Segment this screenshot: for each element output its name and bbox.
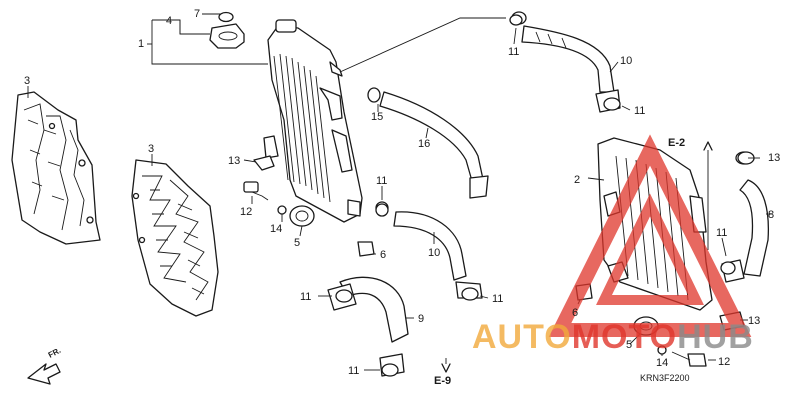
callout-6-right: 6 [572, 307, 578, 319]
callout-labels: 1 4 7 3 3 13 12 14 5 6 15 16 11 10 11 11… [24, 8, 780, 377]
front-direction-arrow-icon [27, 363, 61, 385]
radiator-grille [131, 159, 219, 317]
callout-14-right: 14 [656, 357, 668, 369]
callout-11-middle-lower: 11 [492, 293, 503, 305]
front-label: FR. [47, 346, 63, 360]
e2-arrow-icon [703, 141, 713, 151]
radiator-left-unit [263, 19, 363, 223]
reference-e9: E-9 [434, 375, 451, 387]
callout-10-top: 10 [620, 55, 632, 67]
callout-12-left: 12 [240, 206, 252, 218]
e9-arrow-icon [441, 363, 451, 373]
callout-11-upper-right: 11 [634, 105, 645, 117]
hose-clamps [335, 14, 755, 377]
callout-5-left: 5 [294, 237, 300, 249]
callout-3-grille: 3 [148, 143, 154, 155]
callout-2: 2 [574, 174, 580, 186]
callout-11-right: 11 [716, 227, 727, 239]
callout-13-left: 13 [228, 155, 240, 167]
callout-8: 8 [768, 209, 774, 221]
callout-9: 9 [418, 313, 424, 325]
callout-1: 1 [138, 38, 144, 50]
upper-hose [511, 11, 621, 113]
callout-16: 16 [418, 138, 430, 150]
diagram-code: KRN3F2200 [640, 373, 690, 383]
callout-11-lower-left: 11 [300, 291, 311, 303]
callout-5-right: 5 [626, 339, 632, 351]
callout-13-lower-right: 13 [748, 315, 760, 327]
callout-11-top: 11 [508, 46, 519, 58]
callout-11-middle: 11 [376, 175, 387, 187]
bypass-hose [367, 87, 489, 199]
callout-12-right: 12 [718, 356, 730, 368]
callout-11-bottom: 11 [348, 365, 359, 377]
watermark-text: AUTOMOTOHUB [472, 318, 754, 356]
callout-10-middle: 10 [428, 247, 440, 259]
callout-14-left: 14 [270, 223, 282, 235]
callout-6-left: 6 [380, 249, 386, 261]
watermark-logo [548, 134, 752, 337]
callout-13-right: 13 [768, 152, 780, 164]
callout-4: 4 [166, 15, 172, 27]
radiator-shroud-left [11, 91, 101, 245]
reference-e2: E-2 [668, 137, 685, 149]
callout-3-left: 3 [24, 75, 30, 87]
callout-7: 7 [194, 8, 200, 20]
radiator-cap-assembly [209, 11, 245, 49]
callout-15: 15 [371, 111, 383, 123]
